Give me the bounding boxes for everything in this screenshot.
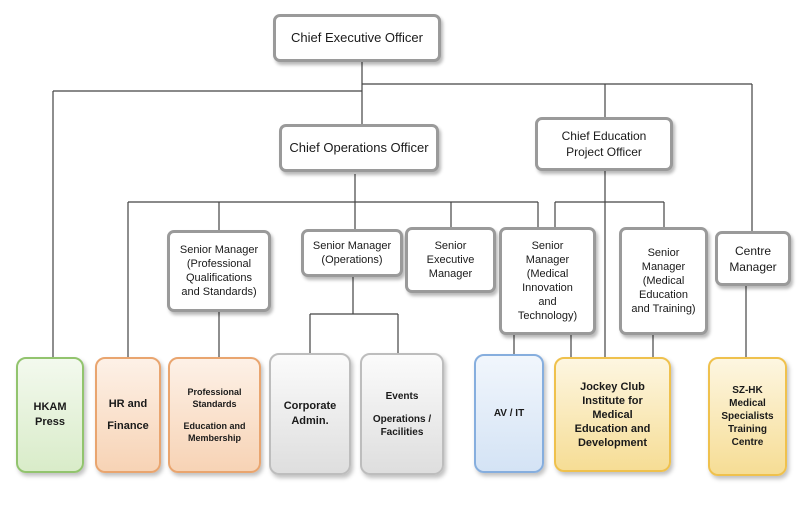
sm-mit-label: Senior Manager (Medical Innovation and T…	[517, 240, 578, 322]
sem-box: Senior Executive Manager	[405, 227, 496, 293]
sm-met-box: Senior Manager (Medical Education and Tr…	[619, 227, 708, 335]
sm-mit-box: Senior Manager (Medical Innovation and T…	[499, 227, 596, 335]
events-ops-box: Events Operations / Facilities	[360, 353, 444, 475]
sz-hk-label: SZ-HK Medical Specialists Training Centr…	[721, 385, 774, 448]
corporate-admin-label: Corporate Admin.	[283, 400, 337, 427]
hkam-press-label: HKAM Press	[33, 401, 67, 428]
coo-box: Chief Operations Officer	[279, 124, 439, 172]
hkam-press-box: HKAM Press	[16, 357, 84, 473]
prof-standards-label: Professional Standards	[187, 387, 242, 409]
centre-manager-label: Centre Manager	[729, 243, 777, 274]
sem-label: Senior Executive Manager	[426, 240, 475, 280]
jockey-club-label: Jockey Club Institute for Medical Educat…	[574, 380, 651, 449]
sm-ops-box: Senior Manager (Operations)	[301, 229, 403, 277]
ceo-box: Chief Executive Officer	[273, 14, 441, 62]
corporate-admin-box: Corporate Admin.	[269, 353, 351, 475]
ops-facilities-label: Operations / Facilities	[372, 413, 432, 438]
sm-met-label: Senior Manager (Medical Education and Tr…	[631, 247, 696, 315]
jockey-club-box: Jockey Club Institute for Medical Educat…	[554, 357, 671, 472]
edu-membership-label: Education and Membership	[183, 421, 246, 443]
sm-pqs-label: Senior Manager (Professional Qualificati…	[179, 244, 259, 298]
prof-standards-box: Professional Standards Education and Mem…	[168, 357, 261, 473]
av-it-label: AV / IT	[493, 408, 525, 419]
av-it-box: AV / IT	[474, 354, 544, 473]
cepo-label: Chief Education Project Officer	[561, 129, 647, 159]
coo-label: Chief Operations Officer	[289, 140, 429, 155]
sz-hk-box: SZ-HK Medical Specialists Training Centr…	[708, 357, 787, 476]
events-label: Events	[385, 390, 419, 402]
cepo-box: Chief Education Project Officer	[535, 117, 673, 171]
hr-finance-label: HR and Finance	[107, 398, 149, 432]
centre-manager-box: Centre Manager	[715, 231, 791, 286]
sm-ops-label: Senior Manager (Operations)	[312, 240, 392, 266]
hr-finance-box: HR and Finance	[95, 357, 161, 473]
ceo-label: Chief Executive Officer	[291, 30, 423, 45]
sm-pqs-box: Senior Manager (Professional Qualificati…	[167, 230, 271, 312]
